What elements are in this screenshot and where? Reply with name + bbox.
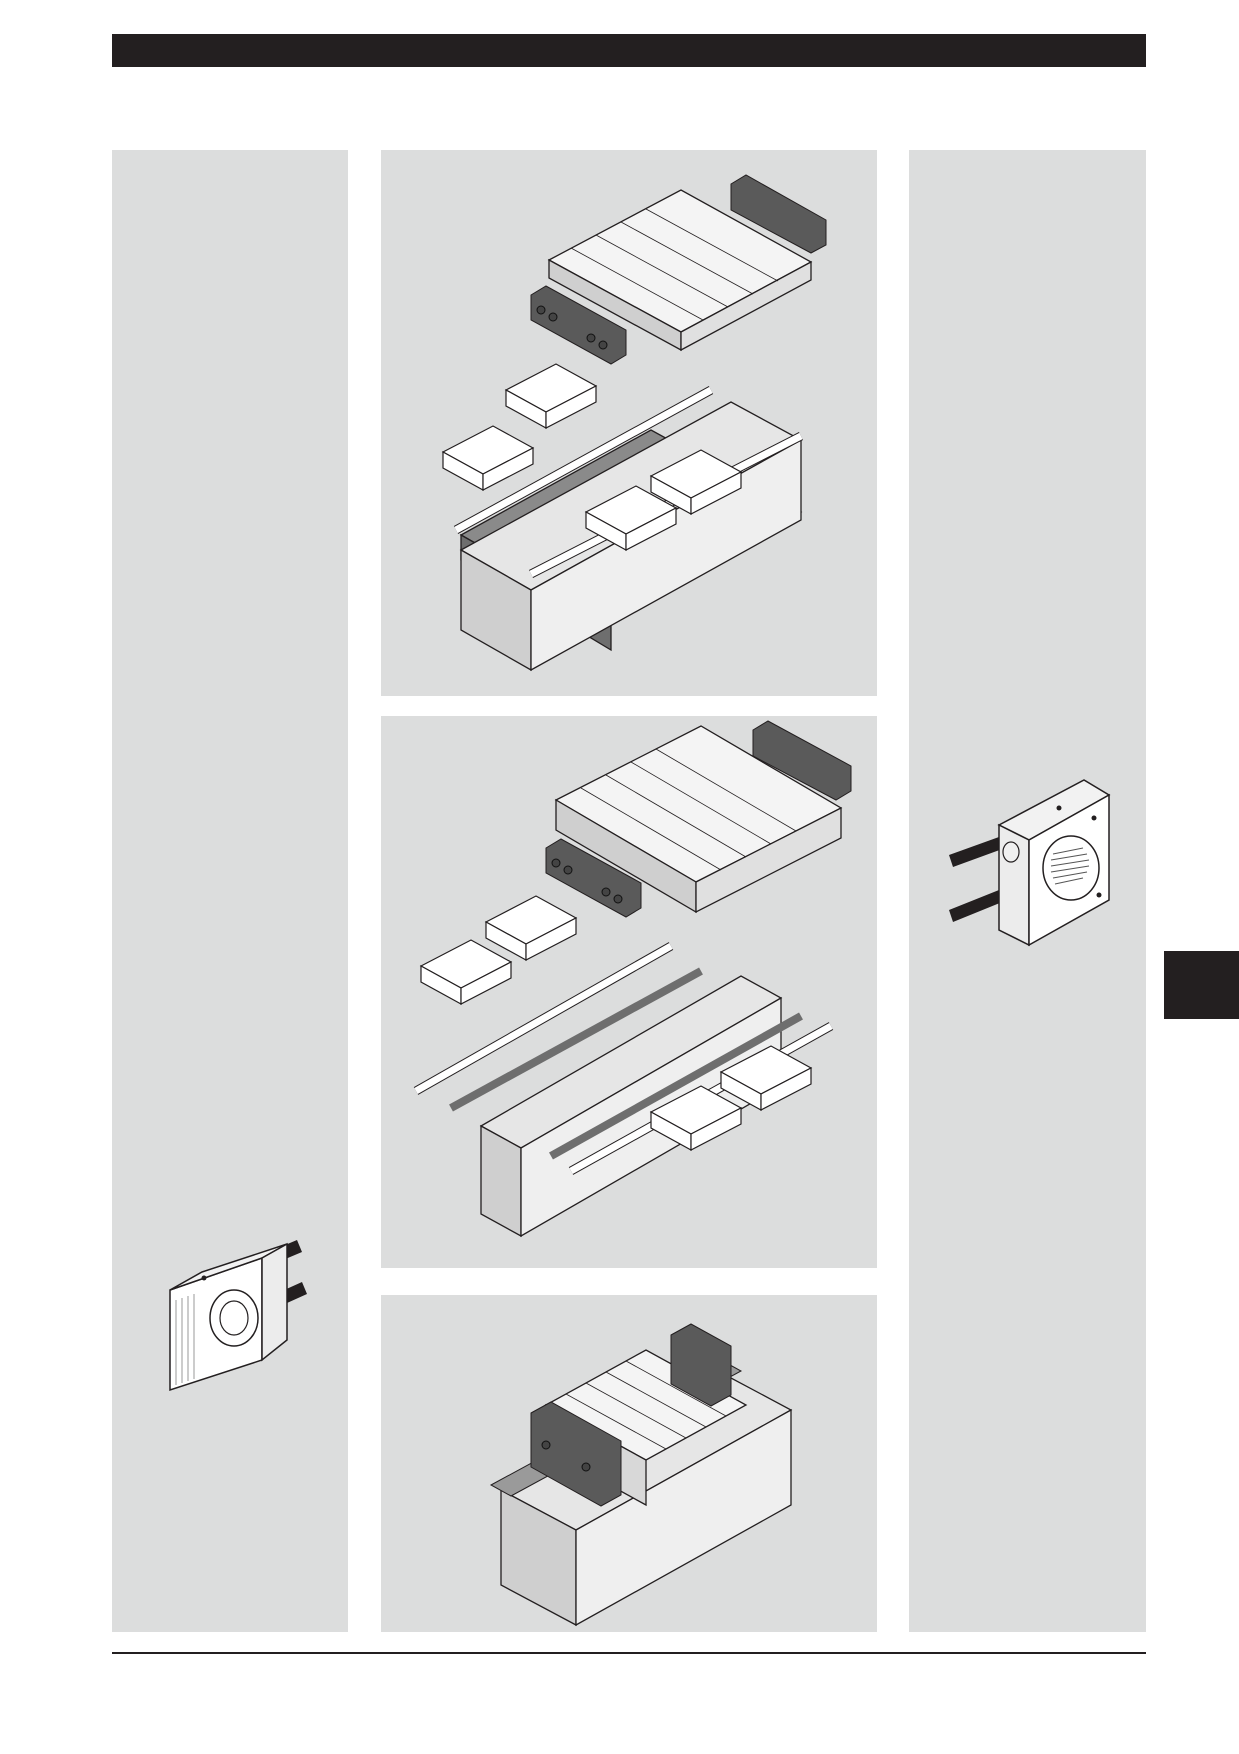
drive-housing-right-icon	[949, 779, 1111, 947]
linear-unit-exploded-view-1	[381, 150, 877, 696]
assembled-linear-unit-icon	[489, 1323, 793, 1627]
header-bar	[112, 34, 1146, 67]
right-column-panel	[909, 150, 1146, 1632]
drive-housing-left-icon	[169, 1240, 307, 1392]
linear-unit-assembled	[381, 1295, 877, 1632]
chapter-tab[interactable]	[1164, 951, 1239, 1019]
exploded-assembly-icon	[441, 174, 827, 672]
footer-rule	[112, 1652, 1146, 1654]
exploded-assembly-icon	[413, 720, 852, 1238]
linear-unit-exploded-view-2	[381, 716, 877, 1268]
left-column-panel	[112, 150, 348, 1632]
